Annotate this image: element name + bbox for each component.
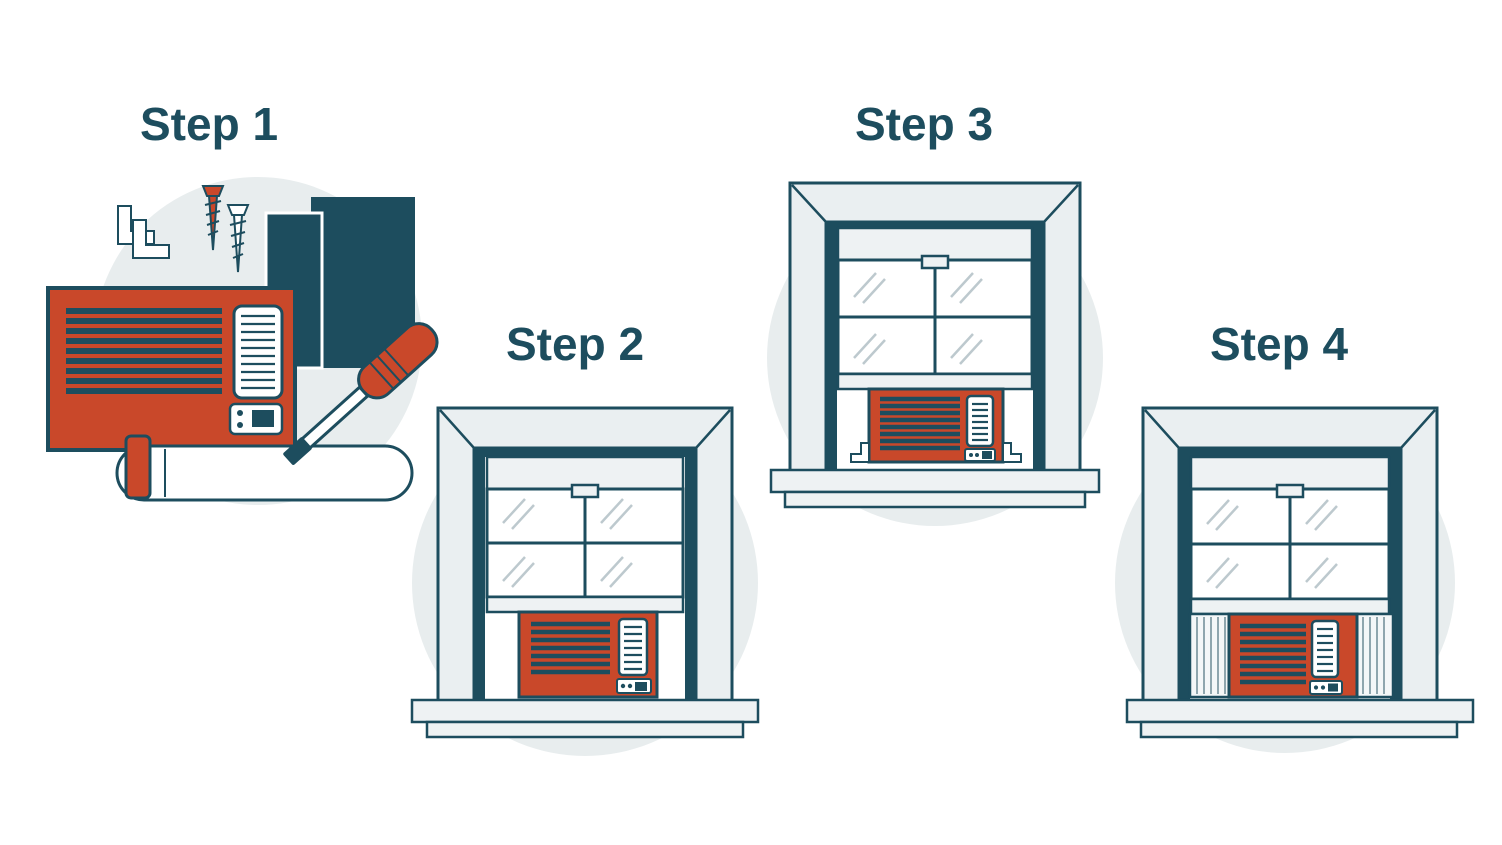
ac-control-panel	[617, 617, 649, 677]
screwdriver-icon	[283, 322, 439, 465]
window-sill	[410, 698, 760, 739]
ac-display	[616, 678, 652, 694]
ac-grille	[880, 396, 960, 451]
ac-unit	[1227, 612, 1359, 699]
step-2-label: Step 2	[506, 318, 644, 370]
sash-lock-tab	[920, 254, 950, 270]
window-sash	[836, 226, 1034, 391]
sash-lock-tab	[1275, 483, 1305, 499]
screw-icon	[201, 185, 225, 251]
ac-display	[964, 448, 996, 462]
ac-control-panel	[232, 304, 284, 400]
window-sash	[485, 455, 685, 614]
window-sash	[1189, 455, 1391, 616]
step-4-label: Step 4	[1210, 318, 1348, 370]
ac-grille	[66, 308, 222, 394]
foam-seal-strip	[124, 434, 152, 500]
l-bracket-icon	[117, 205, 170, 259]
step-1-label: Step 1	[140, 98, 278, 150]
ac-grille	[531, 621, 610, 675]
ac-control-panel	[965, 394, 995, 448]
step-4-group: Step 4	[1115, 318, 1475, 753]
support-brackets	[850, 442, 1022, 463]
step-2-group: Step 2	[410, 318, 760, 756]
ac-unit	[517, 610, 659, 699]
step-3-group: Step 3	[767, 98, 1103, 526]
accordion-side-panel-left	[1188, 612, 1231, 699]
step-3-label: Step 3	[855, 98, 993, 150]
foam-seal-roll	[115, 434, 414, 502]
screw-icon	[226, 204, 250, 273]
sash-lock-tab	[570, 483, 600, 499]
window-sill	[769, 468, 1101, 509]
ac-unit	[867, 387, 1005, 464]
ac-display	[1309, 680, 1343, 695]
ac-unit	[46, 286, 297, 452]
step-1-group: Step 1	[46, 98, 439, 505]
window-sill	[1125, 698, 1475, 739]
ac-control-panel	[1310, 619, 1340, 679]
ac-grille	[1240, 623, 1306, 685]
ac-display	[228, 402, 284, 436]
accordion-side-panel-right	[1355, 612, 1395, 699]
